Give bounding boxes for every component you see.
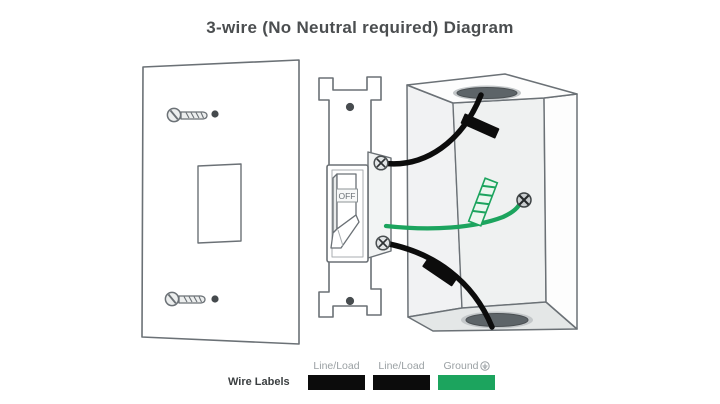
ground-swatch bbox=[438, 375, 495, 390]
plate-hole-dot bbox=[211, 110, 219, 118]
ground-icon bbox=[479, 361, 490, 371]
strap-screw-hole bbox=[345, 102, 355, 112]
plate-hole-dot bbox=[211, 295, 219, 303]
wires bbox=[379, 92, 524, 330]
screw-icon bbox=[166, 107, 208, 123]
box-back-wall bbox=[452, 97, 547, 309]
wall-plate-opening bbox=[197, 163, 242, 244]
legend-label: Ground bbox=[443, 360, 490, 372]
wall-plate bbox=[141, 59, 300, 345]
line-load-swatch bbox=[373, 375, 430, 390]
strap-screw-hole bbox=[345, 296, 355, 306]
legend-item: Line/Load bbox=[308, 360, 365, 390]
wire-label-band-bottom bbox=[422, 257, 458, 287]
toggle-light-switch: OFF bbox=[318, 76, 392, 318]
electrical-box bbox=[406, 73, 578, 332]
line-load-wire-top bbox=[379, 92, 484, 167]
page-title: 3-wire (No Neutral required) Diagram bbox=[206, 18, 514, 37]
ground-wire bbox=[383, 197, 524, 231]
terminal-screw-icon bbox=[373, 155, 389, 171]
legend-heading: Wire Labels bbox=[228, 376, 290, 388]
wire-label-band-top bbox=[460, 113, 500, 139]
wire-labels-legend: Line/Load Line/Load Ground bbox=[308, 360, 495, 390]
cable-hole-bottom bbox=[465, 313, 529, 327]
ground-screw-icon bbox=[516, 192, 532, 208]
switch-off-label: OFF bbox=[339, 191, 356, 201]
line-load-wire-bottom bbox=[381, 240, 495, 330]
cable-hole-top bbox=[456, 87, 518, 99]
legend-label: Line/Load bbox=[378, 360, 425, 372]
legend-label: Line/Load bbox=[313, 360, 360, 372]
wire-label-band-ground bbox=[467, 177, 499, 227]
terminal-screw-icon bbox=[375, 235, 391, 251]
line-load-swatch bbox=[308, 375, 365, 390]
legend-item: Ground bbox=[438, 360, 495, 390]
box-right-wall bbox=[543, 93, 578, 330]
legend-item: Line/Load bbox=[373, 360, 430, 390]
